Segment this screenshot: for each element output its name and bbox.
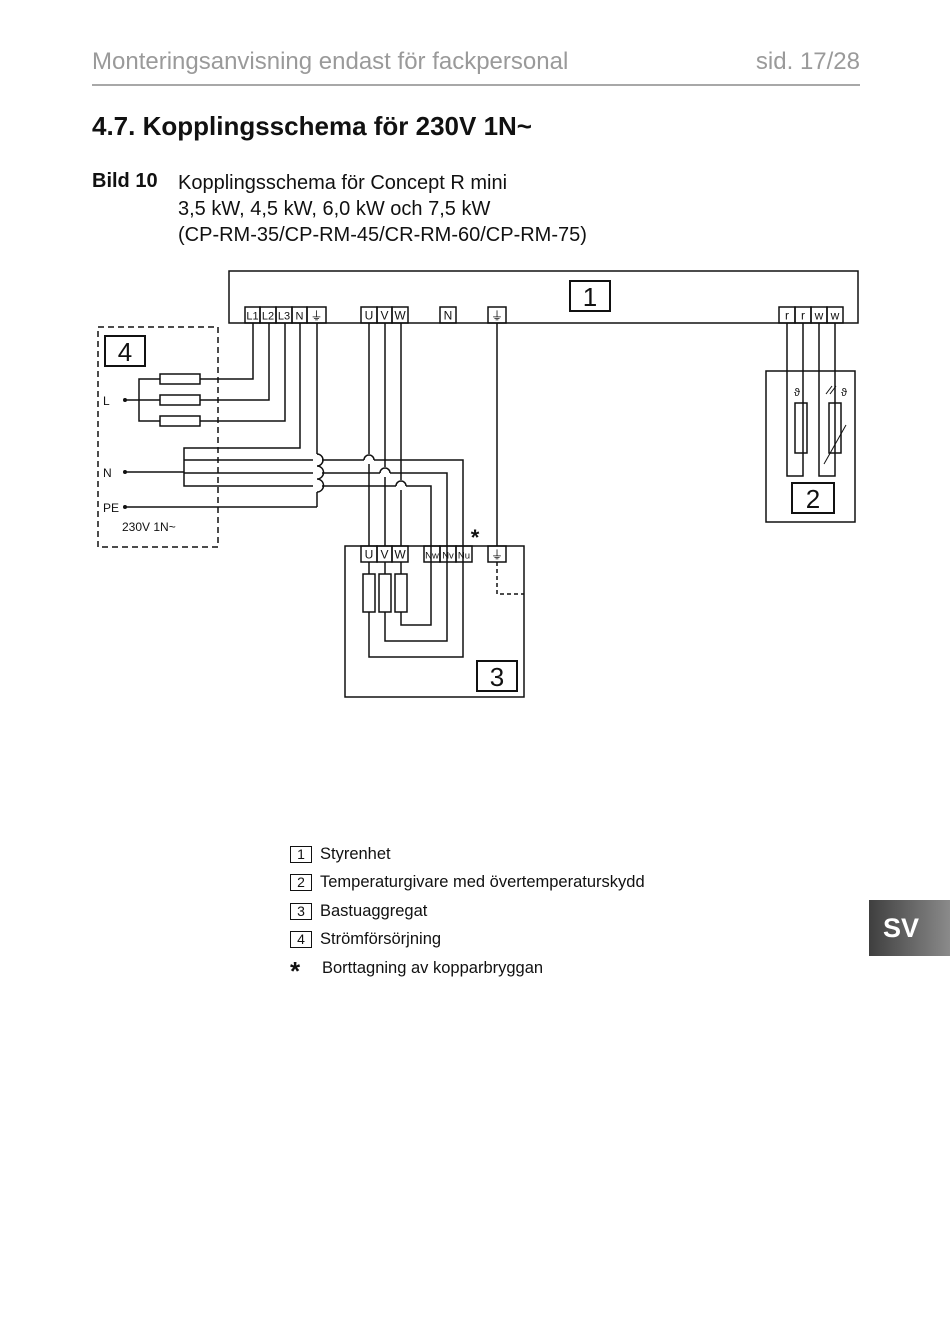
overtemp-switch-icon — [825, 385, 837, 395]
sensor-symbol-1: ϑ — [794, 387, 800, 399]
heater-terminal-u: U — [365, 548, 374, 562]
figure-caption-line: (CP-RM-35/CP-RM-45/CR-RM-60/CP-RM-75) — [178, 224, 587, 246]
controller-number-box — [569, 280, 611, 312]
legend-text: Styrenhet — [320, 844, 391, 863]
legend-number: 3 — [290, 902, 312, 920]
terminal-neutral: N — [444, 309, 453, 323]
heating-element-2 — [378, 573, 392, 613]
header-divider — [92, 84, 860, 86]
legend: 1 Styrenhet 2 Temperaturgivare med övert… — [290, 840, 645, 987]
terminal-r2: r — [801, 309, 805, 323]
fuse-1 — [159, 373, 201, 385]
legend-item: 3 Bastuaggregat — [290, 897, 645, 926]
heater-number-box — [476, 660, 518, 692]
heater-terminal-nw: Nw — [425, 551, 439, 562]
supply-label-l: L — [103, 394, 110, 408]
bridge-asterisk: * — [471, 525, 480, 550]
terminal-l2: L2 — [262, 311, 274, 323]
legend-text: Borttagning av kopparbryggan — [322, 958, 544, 977]
supply-number: 4 — [118, 337, 132, 367]
heater-terminal-nu: Nu — [458, 551, 470, 562]
figure-caption-line: Kopplingsschema för Concept R mini — [178, 172, 508, 194]
heater-number: 3 — [490, 662, 504, 692]
legend-text: Bastuaggregat — [320, 901, 428, 920]
legend-item: 1 Styrenhet — [290, 840, 645, 869]
controller-box — [228, 270, 859, 324]
fuse-3 — [159, 415, 201, 427]
terminal-l3: L3 — [278, 311, 290, 323]
terminal-r1: r — [785, 309, 789, 323]
sensor-symbol-2: ϑ — [841, 387, 847, 399]
legend-item-star: * Borttagning av kopparbryggan — [290, 954, 645, 987]
figure-caption: Kopplingsschema för Concept R mini 3,5 k… — [178, 170, 587, 248]
terminal-w2: w — [830, 309, 840, 323]
legend-number: 4 — [290, 931, 312, 949]
terminal-earth: ⏚ — [310, 309, 322, 323]
sensor-number: 2 — [806, 484, 820, 514]
terminal-w1: w — [814, 309, 824, 323]
page-number: sid. 17/28 — [755, 48, 860, 75]
heater-terminal-v: V — [380, 548, 388, 562]
legend-item: 2 Temperaturgivare med övertemperatursky… — [290, 869, 645, 898]
legend-number: 2 — [290, 874, 312, 892]
legend-text: Temperaturgivare med övertemperaturskydd — [320, 873, 645, 892]
supply-number-box — [104, 335, 146, 367]
heater-terminal-earth: ⏚ — [491, 548, 503, 562]
supply-label-n: N — [103, 466, 112, 480]
language-tab: SV — [869, 900, 950, 956]
supply-box — [97, 326, 219, 548]
controller-number: 1 — [583, 282, 597, 312]
section-title: 4.7. Kopplingsschema för 230V 1N~ — [92, 111, 532, 141]
figure-caption-line: 3,5 kW, 4,5 kW, 6,0 kW och 7,5 kW — [178, 198, 491, 220]
figure-label: Bild 10 — [92, 170, 158, 192]
header-title: Monteringsanvisning endast för fackperso… — [92, 48, 569, 75]
heater-terminal-nv: Nv — [442, 551, 454, 562]
heating-element-3 — [394, 573, 408, 613]
heater-terminal-w: W — [394, 548, 406, 562]
terminal-u: U — [365, 309, 374, 323]
legend-text: Strömförsörjning — [320, 930, 442, 949]
legend-number: 1 — [290, 845, 312, 863]
terminal-l1: L1 — [246, 311, 258, 323]
terminal-v: V — [380, 309, 388, 323]
supply-label-pe: PE — [103, 501, 119, 515]
terminal-w: W — [394, 309, 406, 323]
terminal-n: N — [296, 311, 304, 323]
terminal-earth-2: ⏚ — [491, 309, 503, 323]
supply-voltage: 230V 1N~ — [122, 520, 176, 534]
sensor-box — [765, 370, 856, 523]
sensor-number-box — [791, 482, 835, 514]
legend-item: 4 Strömförsörjning — [290, 926, 645, 955]
heating-element-1 — [362, 573, 376, 613]
wiring-diagram: 1 2 3 4 L1 L2 L3 N ⏚ U V W N ⏚ r r w w L… — [97, 270, 859, 698]
legend-asterisk: * — [290, 956, 301, 987]
fuse-2 — [159, 394, 201, 406]
